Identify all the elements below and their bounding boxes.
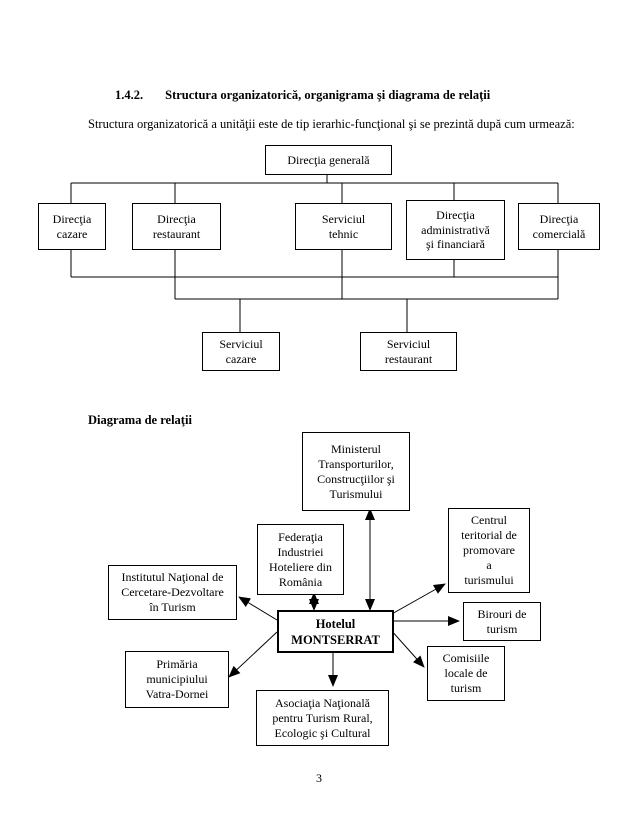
intro-paragraph: Structura organizatorică a unităţii este… xyxy=(88,117,575,131)
page-number: 3 xyxy=(316,771,322,785)
rel-box-label: Birouri de turism xyxy=(477,606,527,636)
org-box-label: Direcţia comercială xyxy=(532,212,586,241)
org-box-label: Direcţia cazare xyxy=(52,212,92,241)
section-title: Structura organizatorică, organigrama şi… xyxy=(165,88,491,102)
rel-box-centrul: Centrul teritorial de promovare a turism… xyxy=(448,508,530,593)
rel-box-asociatia: Asociaţia Naţională pentru Turism Rural,… xyxy=(256,690,389,746)
org-box-label: Direcţia restaurant xyxy=(152,212,201,241)
rel-box-label: Ministerul Transporturilor, Construcţiil… xyxy=(317,441,395,501)
org-box-directia-administrativa: Direcţia administrativă şi financiară xyxy=(406,200,505,260)
organigram: Direcţia generală Direcţia cazare Direcţ… xyxy=(0,140,638,385)
rel-box-label: Primăria municipiului Vatra-Dornei xyxy=(145,657,209,701)
org-box-label: Serviciul cazare xyxy=(219,337,263,366)
org-box-serviciul-restaurant: Serviciul restaurant xyxy=(360,332,457,371)
org-box-directia-comerciala: Direcţia comercială xyxy=(518,203,600,250)
org-box-serviciul-cazare: Serviciul cazare xyxy=(202,332,280,371)
relations-arrows xyxy=(228,508,460,687)
org-box-label: Serviciul tehnic xyxy=(321,212,366,241)
org-box-directia-restaurant: Direcţia restaurant xyxy=(132,203,221,250)
org-box-serviciul-tehnic: Serviciul tehnic xyxy=(295,203,392,250)
rel-box-label: Hotelul MONTSERRAT xyxy=(291,616,380,647)
org-box-label: Serviciul restaurant xyxy=(384,337,433,366)
rel-box-label: Comisiile locale de turism xyxy=(442,651,490,695)
org-box-label: Direcţia generală xyxy=(287,152,370,167)
relations-diagram: Ministerul Transporturilor, Construcţiil… xyxy=(0,430,638,760)
relations-heading: Diagrama de relaţii xyxy=(88,413,192,427)
rel-box-comisiile: Comisiile locale de turism xyxy=(427,646,505,701)
rel-box-federatia: Federaţia Industriei Hoteliere din Român… xyxy=(257,524,344,595)
rel-box-label: Federaţia Industriei Hoteliere din Român… xyxy=(269,529,332,589)
section-heading: 1.4.2. Structura organizatorică, organigr… xyxy=(115,88,490,103)
rel-box-primaria: Primăria municipiului Vatra-Dornei xyxy=(125,651,229,708)
rel-box-institutul: Institutul Naţional de Cercetare-Dezvolt… xyxy=(108,565,237,620)
org-box-directia-generala: Direcţia generală xyxy=(265,145,392,175)
rel-box-ministerul: Ministerul Transporturilor, Construcţiil… xyxy=(302,432,410,511)
org-lines xyxy=(70,173,559,332)
rel-lines xyxy=(228,508,460,687)
org-box-label: Direcţia administrativă şi financiară xyxy=(421,208,490,252)
rel-box-label: Centrul teritorial de promovare a turism… xyxy=(461,513,517,587)
rel-box-label: Asociaţia Naţională pentru Turism Rural,… xyxy=(272,695,373,740)
organigram-connectors xyxy=(70,173,559,332)
rel-box-hotelul-montserrat: Hotelul MONTSERRAT xyxy=(277,610,394,653)
rel-box-birouri: Birouri de turism xyxy=(463,602,541,641)
org-box-directia-cazare: Direcţia cazare xyxy=(38,203,106,250)
rel-box-label: Institutul Naţional de Cercetare-Dezvolt… xyxy=(121,570,224,614)
section-number: 1.4.2. xyxy=(115,88,144,102)
